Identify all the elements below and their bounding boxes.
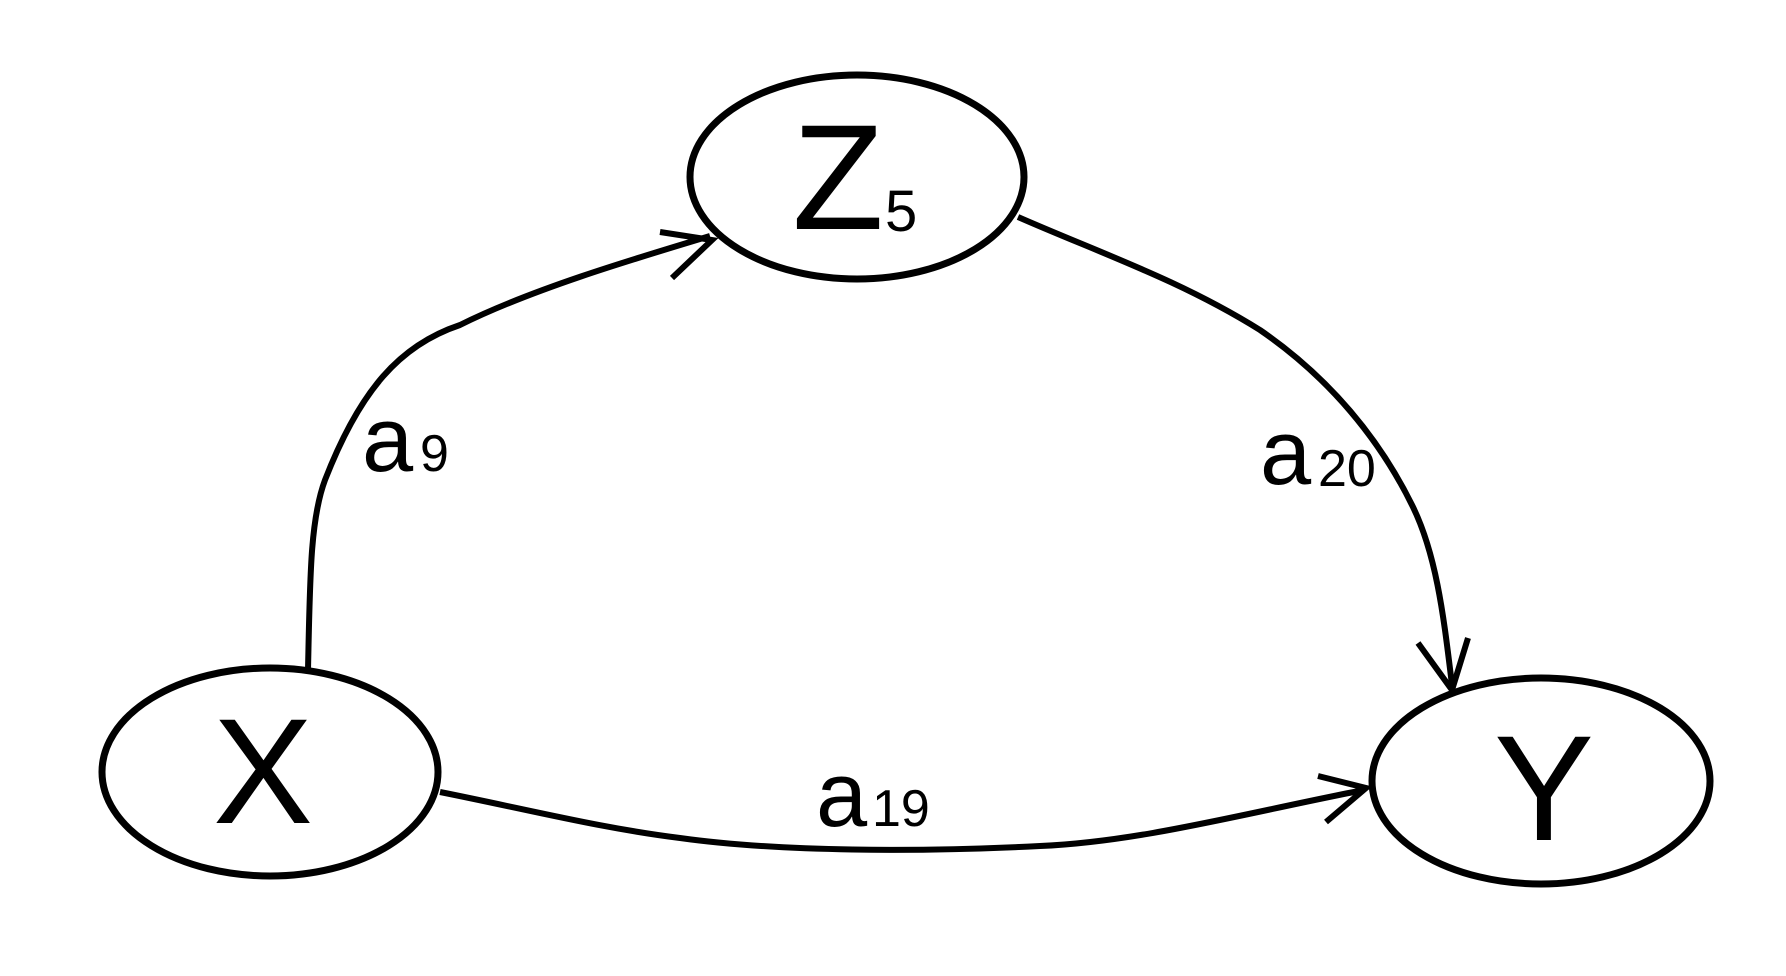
edge-label-x-to-z: a 9: [362, 389, 449, 491]
edge-x-to-y-subscript: 19: [872, 780, 930, 838]
node-z-label: Z: [792, 93, 884, 261]
edge-x-to-y: [439, 773, 1373, 853]
edge-z-to-y: [1016, 214, 1471, 697]
node-z-subscript: 5: [885, 179, 917, 244]
edge-x-to-y-symbol: a: [816, 744, 868, 846]
edge-x-to-z: [305, 229, 719, 671]
node-y: Y: [1368, 674, 1714, 888]
node-z5: Z 5: [686, 71, 1028, 283]
edge-x-to-z-symbol: a: [362, 389, 414, 491]
edge-z-to-y-subscript: 20: [1318, 440, 1376, 498]
node-y-label: Y: [1494, 704, 1594, 872]
edge-z-to-y-symbol: a: [1260, 402, 1312, 504]
node-x-label: X: [213, 687, 313, 855]
edge-label-z-to-y: a 20: [1260, 402, 1376, 504]
edge-x-to-z-subscript: 9: [420, 425, 449, 483]
node-x: X: [98, 664, 442, 880]
edge-label-x-to-y: a 19: [816, 744, 930, 846]
